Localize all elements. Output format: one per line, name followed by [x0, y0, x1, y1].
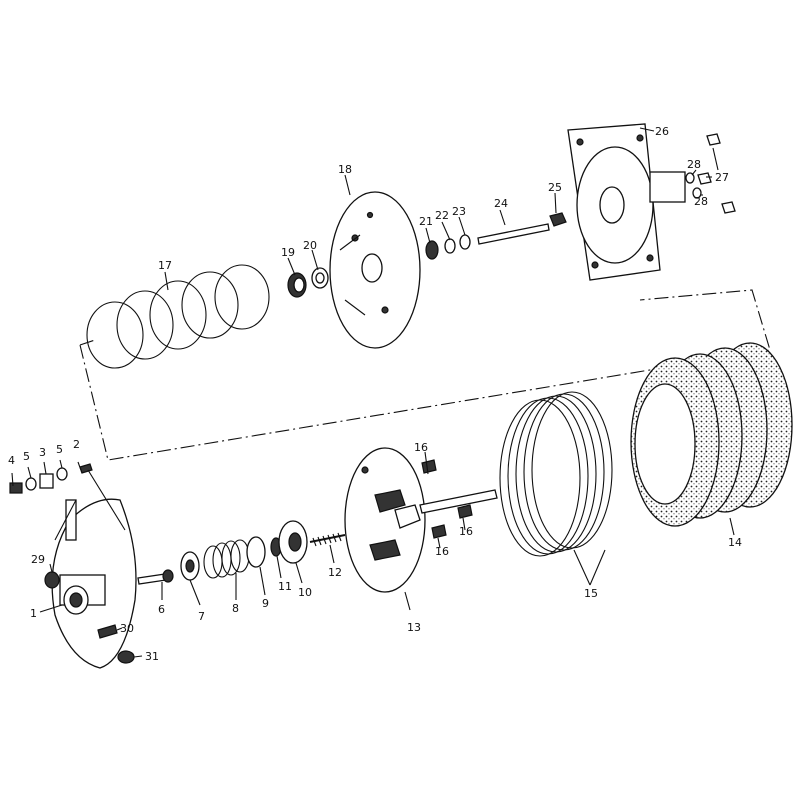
label-21: 21: [419, 215, 433, 228]
label-16-bottom: 16: [435, 545, 449, 558]
bolt-4: [9, 482, 23, 494]
spring-rod-12: [309, 532, 346, 547]
label-3: 3: [39, 446, 46, 459]
label-19: 19: [281, 246, 295, 259]
cap-31: [117, 650, 135, 664]
label-5-right: 5: [56, 443, 63, 456]
label-5-left: 5: [23, 450, 30, 463]
label-9: 9: [262, 597, 269, 610]
bearing-19: [287, 272, 307, 298]
bolt-16-bottom: [431, 524, 447, 539]
coil-spring-17: [86, 264, 270, 369]
nut-27-mid: [697, 172, 712, 185]
spacer-3: [39, 473, 54, 489]
label-13: 13: [407, 621, 421, 634]
label-6: 6: [158, 603, 165, 616]
bolt-16-top: [421, 459, 437, 474]
label-24: 24: [494, 197, 508, 210]
pulley-14: [630, 342, 793, 527]
label-25: 25: [548, 181, 562, 194]
label-8: 8: [232, 602, 239, 615]
leader-lines: [11, 127, 735, 658]
clutch-plate-18: [329, 191, 421, 349]
small-spring-8: [203, 539, 250, 579]
label-28-bottom: 28: [694, 195, 708, 208]
plug-29: [44, 571, 60, 589]
label-7: 7: [198, 610, 205, 623]
label-27: 27: [715, 171, 729, 184]
pressure-plate-13: [344, 447, 426, 593]
label-2: 2: [73, 438, 80, 451]
label-18: 18: [338, 163, 352, 176]
label-15: 15: [584, 587, 598, 600]
label-10: 10: [298, 586, 312, 599]
label-28-top: 28: [687, 158, 701, 171]
label-17: 17: [158, 259, 172, 272]
label-20: 20: [303, 239, 317, 252]
label-31: 31: [145, 650, 159, 663]
washer-28-top: [685, 172, 695, 184]
housing-flange-26: [567, 123, 686, 281]
washer-5-right: [56, 467, 68, 481]
washer-5-left: [25, 477, 37, 491]
label-12: 12: [328, 566, 342, 579]
label-23: 23: [452, 205, 466, 218]
end-cover-1: [51, 498, 137, 669]
label-14: 14: [728, 536, 742, 549]
label-26: 26: [655, 125, 669, 138]
nut-25: [549, 212, 567, 227]
valve-disc-7: [180, 551, 200, 581]
valve-stem-6: [137, 569, 174, 585]
washer-20: [311, 267, 329, 289]
label-11: 11: [278, 580, 292, 593]
label-1: 1: [30, 607, 37, 620]
shaft-24: [477, 223, 550, 245]
drive-belts-15: [499, 391, 613, 557]
washer-9: [246, 536, 266, 568]
lower-shaft: [419, 489, 498, 514]
label-30: 30: [120, 622, 134, 635]
ring-21: [425, 240, 439, 260]
label-4: 4: [8, 454, 15, 467]
washer-28-bottom: [692, 187, 702, 199]
fitting-30: [97, 624, 118, 639]
label-22: 22: [435, 209, 449, 222]
ring-22: [444, 238, 456, 254]
nut-27-bottom: [721, 201, 736, 214]
label-29: 29: [31, 553, 45, 566]
label-16-top: 16: [414, 441, 428, 454]
bolt-16-middle: [457, 504, 473, 519]
piston-10: [278, 520, 308, 564]
label-16-middle: 16: [459, 525, 473, 538]
nut-27-top: [706, 133, 721, 146]
circlip-23: [459, 234, 471, 250]
